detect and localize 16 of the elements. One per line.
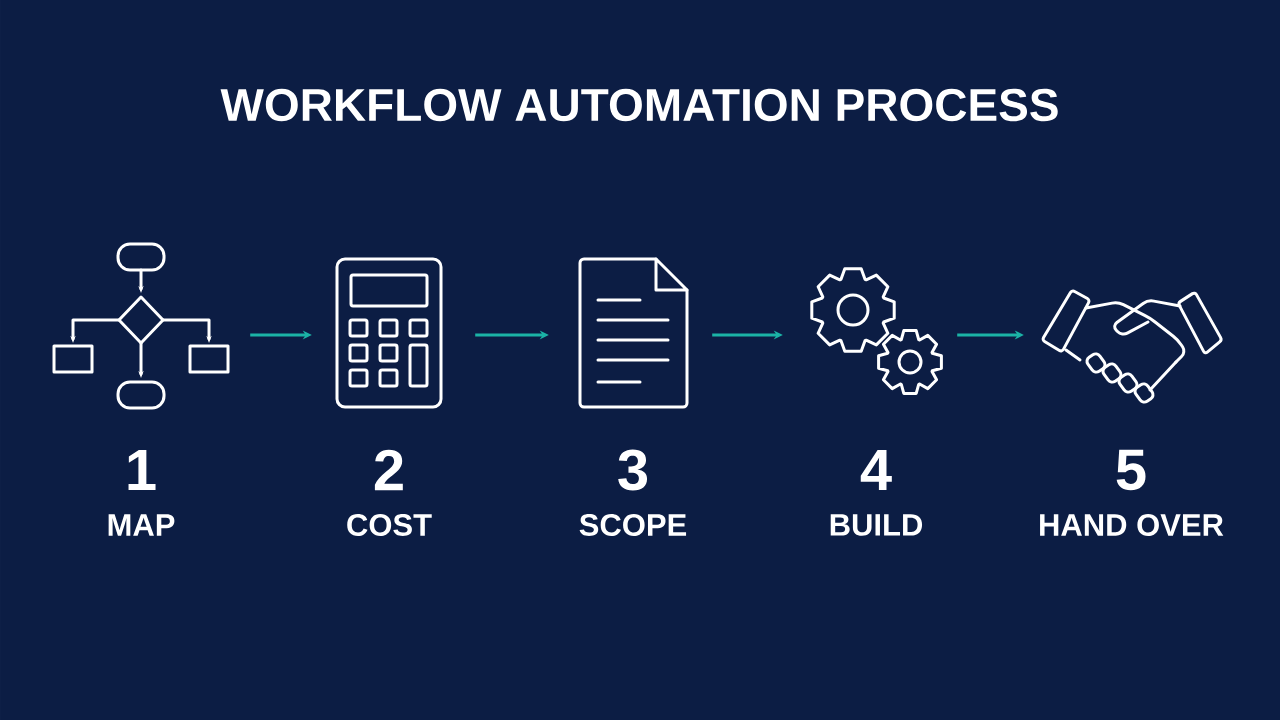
step-label: MAP (108, 514, 175, 536)
step-number: 5 (1116, 449, 1146, 491)
step-label: COST (347, 514, 432, 536)
step-number: 3 (618, 449, 648, 491)
step-number: 4 (860, 450, 892, 490)
flowchart-drawing (52, 242, 230, 410)
document-drawing (578, 257, 689, 409)
title: WORKFLOW AUTOMATION PROCESS (220, 88, 1058, 122)
step-number: 1 (128, 450, 156, 490)
step-label: SCOPE (579, 514, 687, 536)
step-label: BUILD (830, 514, 923, 536)
gears-drawing (810, 267, 943, 395)
step-number: 2 (374, 449, 403, 491)
step-label: HAND OVER (1040, 514, 1224, 536)
calculator-drawing (335, 257, 443, 409)
handshake-drawing (1041, 289, 1223, 404)
